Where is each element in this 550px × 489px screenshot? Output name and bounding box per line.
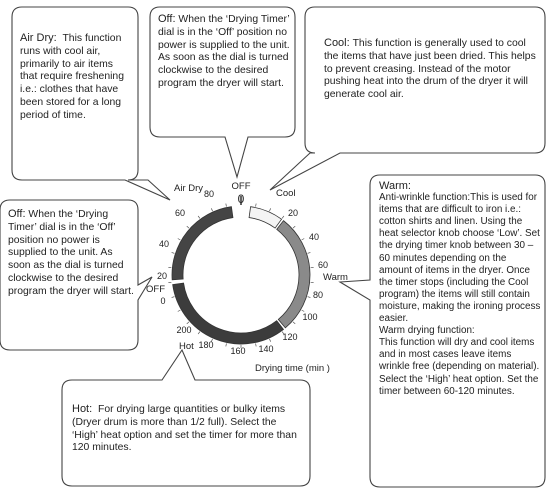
callout-cool-label: Cool: — [324, 37, 350, 49]
dial-tick-mark — [171, 296, 175, 298]
dial-tick-mark — [281, 331, 285, 335]
dial-band-warm — [276, 220, 311, 329]
dial-tick-mark — [225, 343, 227, 347]
dial-band-air-dry — [171, 206, 234, 281]
callout-hot-text: For drying large quantities or bulky ite… — [72, 404, 297, 454]
callout-warm-label: Warm: — [379, 180, 411, 192]
drying-time-axis-label: Drying time (min ) — [255, 363, 330, 374]
callout-off-left-label: Off: — [8, 208, 26, 220]
callout-hot-label: Hot: — [72, 403, 93, 415]
callout-warm-drying-text: This function will dry and cool items an… — [379, 337, 540, 397]
dial-tick-mark — [210, 208, 213, 212]
callout-off-left-text: When the ‘Drying Timer’ dial is in the ‘… — [8, 209, 134, 297]
dial-tick-mark — [225, 203, 227, 207]
callout-bubble-air-dry — [11, 6, 171, 201]
callout-off-left: Off: When the ‘Drying Timer’ dial is in … — [8, 208, 136, 299]
dial-tick-mark — [255, 343, 257, 347]
tick-label-right: 40 — [309, 232, 319, 242]
tick-label-left: 40 — [159, 239, 169, 249]
dial-tick-mark — [301, 238, 305, 241]
callout-off-top-label: Off: — [158, 13, 176, 25]
callout-warm: Warm: Anti-wrinkle function:This is used… — [379, 180, 541, 398]
tick-label-right: 140 — [258, 344, 273, 354]
dial-tick-mark — [269, 208, 272, 212]
callout-air-dry: Air Dry: This function runs with cool ai… — [20, 32, 132, 123]
dial-tick-mark — [255, 203, 257, 207]
dial-label-off-left: OFF — [146, 284, 165, 295]
callout-warm-drying-label: Warm drying function: — [379, 325, 475, 337]
dial-band-hot — [172, 282, 285, 345]
dial-tick-mark — [197, 215, 201, 219]
dial-tick-mark — [171, 252, 175, 254]
dial-tick-mark — [301, 309, 305, 312]
callout-air-dry-text: This function runs with cool air, primar… — [20, 33, 124, 121]
dial-tick-mark — [307, 252, 311, 254]
callout-bubble-off-left — [0, 199, 153, 351]
callout-bubble-warm — [338, 174, 546, 488]
dial-tick-mark — [177, 309, 181, 312]
dial-face — [184, 218, 298, 332]
dial-label-off-top: OFF — [232, 181, 251, 192]
dial-tick-mark — [186, 225, 190, 229]
dial-label-warm: Warm — [323, 272, 348, 283]
tick-label-left: 60 — [175, 208, 185, 218]
timer-dial-ring — [168, 202, 314, 348]
dial-tick-mark — [197, 331, 201, 335]
dial-tick-mark — [307, 296, 311, 298]
tick-label-right: 100 — [302, 312, 317, 322]
callout-cool: Cool: This function is generally used to… — [324, 37, 536, 102]
tick-label-right: 20 — [288, 208, 298, 218]
callout-off-top: Off: When the ‘Drying Timer’ dial is in … — [158, 13, 290, 91]
callout-bubble-off-top — [149, 6, 296, 179]
dial-label-cool: Cool — [276, 188, 296, 199]
dial-label-hot: Hot — [179, 341, 194, 352]
tick-label-right: 180 — [198, 340, 213, 350]
dial-tick-mark — [186, 321, 190, 325]
tick-label-right: 80 — [313, 290, 323, 300]
dial-band-cool — [248, 206, 283, 229]
callout-warm-anti-text: This is used for items that are difficul… — [379, 192, 541, 325]
tick-label-right: 120 — [282, 332, 297, 342]
dial-tick-mark — [177, 238, 181, 241]
tick-label-right: 200 — [176, 325, 191, 335]
tick-label-left: 20 — [157, 271, 167, 281]
dial-tick-mark — [210, 338, 213, 342]
dial-tick-mark — [269, 338, 272, 342]
callout-bubble-hot — [61, 348, 311, 487]
tick-label-right: 160 — [230, 346, 245, 356]
dial-tick-mark — [292, 321, 296, 325]
dial-tick-mark — [292, 225, 296, 229]
tick-label-right: 60 — [318, 260, 328, 270]
tick-label-left: 80 — [204, 189, 214, 199]
dial-label-air-dry: Air Dry — [174, 183, 203, 194]
callout-air-dry-label: Air Dry: — [20, 32, 57, 44]
tick-label-left: 0 — [160, 296, 165, 306]
callout-bubble-cool — [269, 6, 546, 191]
callout-off-top-text: When the ‘Drying Timer’ dial is in the ‘… — [158, 14, 290, 89]
callout-warm-anti-label: Anti-wrinkle function: — [379, 192, 471, 204]
dial-pointer-zero: 0 — [238, 192, 245, 206]
callout-cool-text: This function is generally used to cool … — [324, 38, 536, 101]
dial-tick-mark — [281, 215, 285, 219]
callout-hot: Hot: For drying large quantities or bulk… — [72, 403, 304, 455]
